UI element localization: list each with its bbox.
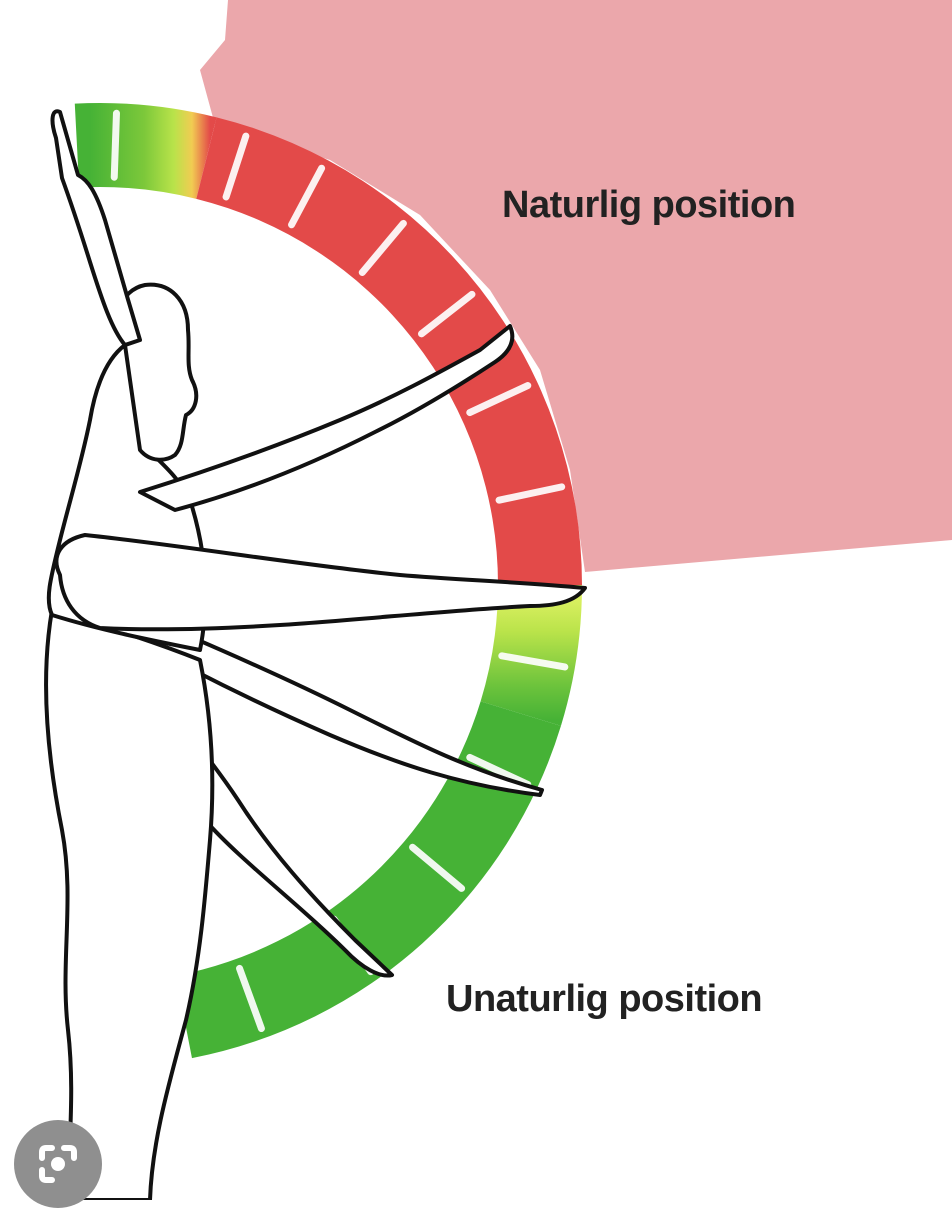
arc-tick-mark xyxy=(418,290,476,338)
human-figure xyxy=(44,109,587,1202)
leg xyxy=(44,608,215,1202)
arc-segment-unnatural-green xyxy=(175,701,561,1059)
arc-tick-mark xyxy=(236,964,265,1033)
natural-zone-background xyxy=(200,0,952,572)
arc-tick-mark xyxy=(498,652,569,671)
lens-search-button[interactable] xyxy=(14,1120,102,1208)
lens-search-icon xyxy=(14,1120,102,1208)
arc-segment-top-transition xyxy=(74,103,217,199)
arc-tick-mark xyxy=(288,164,326,229)
arc-tick-mark xyxy=(222,132,250,201)
range-arc-band xyxy=(74,103,583,1059)
arc-tick-mark xyxy=(409,843,466,892)
arm-pose-lower-diagonal xyxy=(96,600,544,797)
arm-pose-raised xyxy=(50,109,142,347)
arm-pose-horizontal xyxy=(54,533,587,632)
arc-tick-mark xyxy=(110,109,120,181)
arc-tick-mark xyxy=(495,483,566,504)
arc-segment-natural-red xyxy=(196,117,583,586)
arc-tick-mark xyxy=(466,753,532,788)
natural-position-label: Naturlig position xyxy=(502,184,796,226)
unnatural-position-label: Unaturlig position xyxy=(446,978,763,1020)
arc-tick-mark xyxy=(466,382,532,417)
arc-segment-mid-transition xyxy=(480,585,582,726)
arc-tick-mark xyxy=(358,219,407,276)
arm-pose-upper-diagonal xyxy=(138,324,515,512)
